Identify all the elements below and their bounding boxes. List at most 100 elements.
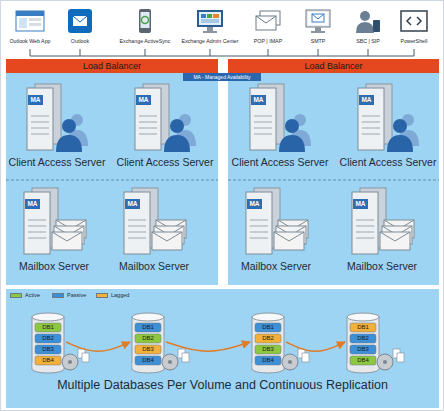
database-band xyxy=(350,334,376,343)
sync-symbol xyxy=(142,17,149,24)
client-drop-wire xyxy=(368,49,369,56)
outlook-tile xyxy=(68,9,92,33)
client-icon: SMTP xyxy=(286,4,350,49)
badge-label: MA xyxy=(136,95,151,105)
legend-label: Active xyxy=(25,293,40,299)
client-icon: POP | IMAP xyxy=(236,4,300,49)
database-band xyxy=(35,334,61,343)
cylinder-top xyxy=(347,313,379,321)
load-balancer-bar: Load Balancer xyxy=(6,59,218,73)
ma-badge xyxy=(25,199,40,209)
tier-divider xyxy=(6,180,218,181)
cylinder-body xyxy=(32,317,64,369)
drive-slot xyxy=(356,238,374,239)
node-label: PowerShell xyxy=(382,38,444,44)
database-band xyxy=(350,345,376,354)
server-illustration xyxy=(100,186,208,258)
legend-entry: Active xyxy=(10,292,52,300)
log-file xyxy=(82,353,89,362)
disk-hub xyxy=(383,360,387,364)
cylinder-body xyxy=(347,317,379,369)
drive-slot xyxy=(254,134,272,135)
server-tower xyxy=(352,192,378,254)
database-label: DB2 xyxy=(255,334,281,343)
monitor-screen xyxy=(199,12,221,25)
client-icon-symbol xyxy=(353,8,383,34)
drive-slot xyxy=(356,232,374,233)
drive-slot xyxy=(362,122,380,123)
phone-body xyxy=(139,9,151,33)
database-volume: DB1DB2DB3DB4 xyxy=(345,311,381,373)
node-label: Client Access Server xyxy=(334,156,442,168)
edge-layer xyxy=(66,342,345,351)
client-icon-symbol xyxy=(195,8,225,34)
cylinder-outline xyxy=(345,311,381,373)
drive-slot xyxy=(28,220,46,221)
ma-badge xyxy=(28,95,43,105)
tier-divider xyxy=(228,180,439,181)
node-label: Mailbox Server xyxy=(222,260,330,272)
screen-tile xyxy=(201,14,206,18)
server-tower xyxy=(135,88,161,150)
drive-slot xyxy=(362,116,380,117)
drive-slot xyxy=(356,220,374,221)
database-label: DB3 xyxy=(135,345,161,354)
server-tower xyxy=(24,192,50,254)
node-label: Client Access Server xyxy=(111,156,219,168)
server-tower xyxy=(358,88,384,150)
client-wires xyxy=(30,49,414,56)
client-icon: Exchange ActiveSync xyxy=(113,4,177,49)
person-head xyxy=(360,11,370,21)
database-band xyxy=(35,356,61,365)
node-label: Client Access Server xyxy=(226,156,334,168)
client-icon: SBC | SIP xyxy=(336,4,400,49)
disk-hub xyxy=(68,360,72,364)
person-body xyxy=(56,135,82,152)
phone-screen xyxy=(141,12,150,28)
client-icon-symbol xyxy=(130,8,160,34)
client-icon: PowerShell xyxy=(382,4,444,49)
monitor-screen xyxy=(308,12,328,25)
database-band xyxy=(35,345,61,354)
client-drop-wire xyxy=(318,49,319,56)
drive-slot xyxy=(139,122,157,123)
badge-label: MA xyxy=(359,95,374,105)
client-bus-wire xyxy=(30,56,414,57)
drive-slot xyxy=(28,226,46,227)
disk-icon xyxy=(282,349,309,370)
mail-flap xyxy=(274,232,304,241)
envelope-flap xyxy=(312,14,324,19)
client-icon-symbol xyxy=(15,8,45,34)
ma-badge xyxy=(353,199,368,209)
server-illustration xyxy=(222,186,330,258)
disk-platter xyxy=(62,354,78,370)
client-icon: Outlook xyxy=(48,4,112,49)
database-band xyxy=(135,334,161,343)
badge-label: MA xyxy=(247,199,262,209)
client-drop-wire xyxy=(268,49,269,56)
mail-tray xyxy=(52,232,82,250)
drive-slot xyxy=(250,238,268,239)
monitor-frame xyxy=(306,10,330,27)
cylinder-body xyxy=(252,317,284,369)
drive-slot xyxy=(250,232,268,233)
drive-slot xyxy=(28,238,46,239)
legend-swatch xyxy=(10,293,22,298)
node-label: Load Balancer xyxy=(228,59,439,73)
monitor-stand xyxy=(207,27,213,31)
drive-slot xyxy=(139,128,157,129)
node-label: Load Balancer xyxy=(6,59,218,73)
person-head xyxy=(62,119,76,133)
drive-slot xyxy=(250,226,268,227)
window-pane xyxy=(29,18,41,21)
mail-tray xyxy=(380,232,410,250)
database-label: DB1 xyxy=(255,323,281,332)
envelope-body xyxy=(73,16,87,26)
database-label: DB3 xyxy=(255,345,281,354)
badge-label: MA xyxy=(28,95,43,105)
drive-slot xyxy=(139,116,157,117)
node-label: Outlook Web App xyxy=(0,38,62,44)
drive-slot xyxy=(31,116,49,117)
